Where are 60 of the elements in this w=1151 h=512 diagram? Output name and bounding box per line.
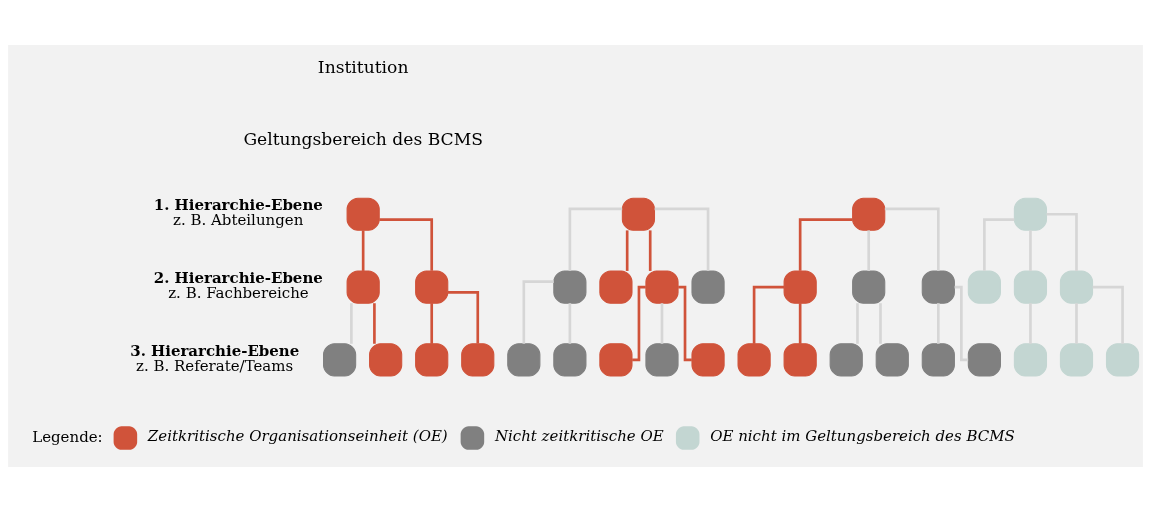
connector xyxy=(430,303,434,344)
node-box xyxy=(1059,343,1094,377)
node-box xyxy=(599,343,633,377)
node-box xyxy=(691,270,725,304)
node-box xyxy=(737,343,771,377)
connector xyxy=(568,207,623,271)
node-box xyxy=(852,270,886,304)
label: Institution xyxy=(317,56,409,77)
node-box xyxy=(461,343,495,377)
connector xyxy=(1046,212,1078,271)
connector xyxy=(379,218,434,271)
connector xyxy=(632,285,646,362)
node-box xyxy=(691,343,725,377)
node-box xyxy=(783,343,817,377)
connector xyxy=(798,218,853,271)
connector xyxy=(625,230,629,271)
node-box xyxy=(645,343,679,377)
connector xyxy=(361,230,365,271)
node-box xyxy=(1105,343,1140,377)
node-box xyxy=(346,270,380,304)
node-box xyxy=(967,270,1001,304)
node-box xyxy=(645,270,679,304)
connector xyxy=(654,207,710,271)
node-box xyxy=(921,343,955,377)
label: Legende: xyxy=(32,428,103,447)
connector xyxy=(983,218,1015,271)
node-box xyxy=(1059,270,1094,304)
node-box xyxy=(323,343,357,377)
connector xyxy=(678,285,692,362)
node-box xyxy=(415,270,449,304)
legend-label: Zeitkritische Organisationseinheit (OE) xyxy=(147,426,448,445)
connector xyxy=(373,303,376,344)
connector xyxy=(522,280,554,344)
node-box xyxy=(553,270,587,304)
node-box xyxy=(967,343,1001,377)
node-box xyxy=(621,197,656,231)
node-box xyxy=(346,197,380,231)
node-box xyxy=(1013,270,1048,304)
node-box xyxy=(1013,197,1048,231)
legend-label: OE nicht im Geltungsbereich des BCMS xyxy=(710,426,1015,445)
node-box xyxy=(369,343,403,377)
node-box xyxy=(852,197,886,231)
legend-label: Nicht zeitkritische OE xyxy=(494,426,664,445)
node-box xyxy=(783,270,817,304)
node-box xyxy=(829,343,863,377)
node-box xyxy=(415,343,449,377)
connector xyxy=(798,303,802,344)
label: Geltungsbereich des BCMS xyxy=(243,129,483,150)
node-box xyxy=(599,270,633,304)
connector xyxy=(884,207,940,271)
node-box xyxy=(1013,343,1048,377)
node-box xyxy=(553,343,587,377)
connector xyxy=(447,291,480,344)
connector xyxy=(1092,285,1124,344)
node-box xyxy=(875,343,909,377)
node-box xyxy=(921,270,955,304)
node-box xyxy=(507,343,541,377)
connector xyxy=(648,230,652,271)
connector xyxy=(954,285,969,362)
connector xyxy=(752,285,785,344)
